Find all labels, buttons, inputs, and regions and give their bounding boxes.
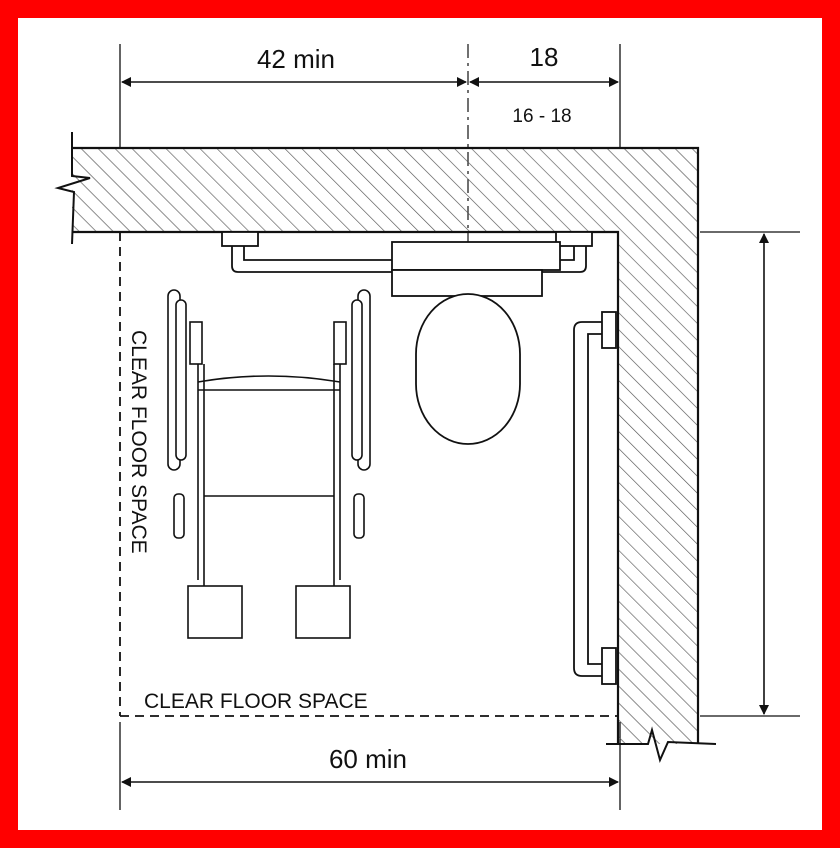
top-wall xyxy=(72,148,698,232)
dim-60-min: 60 min xyxy=(329,744,407,774)
toilet-seat xyxy=(415,293,521,445)
dimension-arrows xyxy=(121,77,769,787)
dim-16-18: 16 - 18 xyxy=(512,106,571,127)
clear-floor-space-horizontal-label: CLEAR FLOOR SPACE xyxy=(144,690,368,713)
dim-18: 18 xyxy=(530,42,559,72)
break-marks xyxy=(54,132,717,763)
side-grab-bar xyxy=(573,311,617,685)
wheelchair xyxy=(167,289,371,639)
clear-floor-space-boundary xyxy=(119,232,618,717)
toilet-tank-base xyxy=(391,269,543,297)
dim-42-min: 42 min xyxy=(257,44,335,74)
side-wall xyxy=(618,232,698,744)
toilet xyxy=(391,241,561,445)
clear-floor-space-vertical-label: CLEAR FLOOR SPACE xyxy=(127,330,150,554)
toilet-tank xyxy=(391,241,561,271)
